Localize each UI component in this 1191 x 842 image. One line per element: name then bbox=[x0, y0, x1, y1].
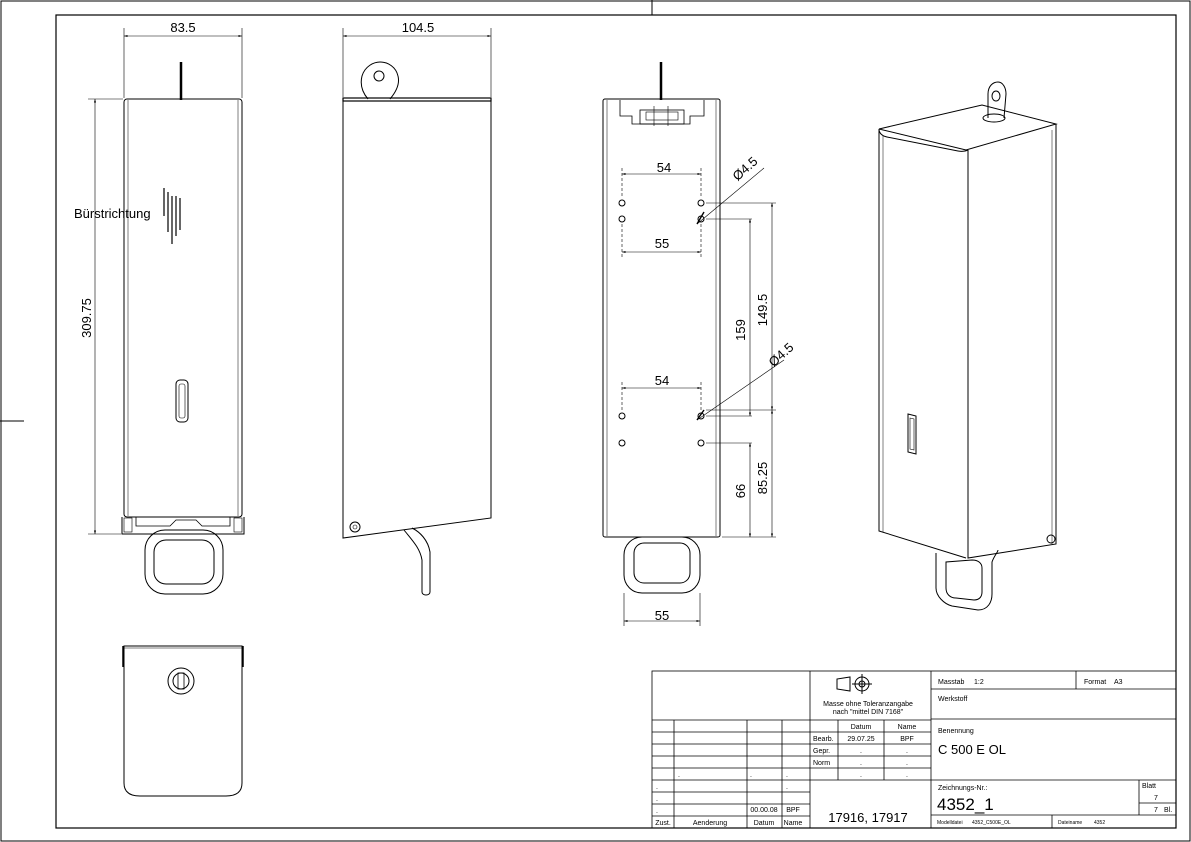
col-name-2: Name bbox=[784, 820, 803, 827]
row-norm: Norm bbox=[813, 760, 830, 767]
bottom-view bbox=[122, 645, 244, 797]
zeichnungsnr-label: Zeichnungs-Nr.: bbox=[938, 785, 987, 792]
tolerance-line-2: nach "mittel DIN 7168" bbox=[833, 709, 904, 716]
blatt-suffix: Bl. bbox=[1164, 807, 1172, 814]
masstab-value: 1:2 bbox=[974, 679, 984, 686]
hole-vertical-85-label: 85.25 bbox=[755, 462, 770, 495]
back-view bbox=[602, 62, 721, 594]
blatt-total: 7 bbox=[1154, 807, 1158, 814]
side-width-dimension bbox=[342, 28, 492, 97]
tolerance-line-1: Masse ohne Toleranzangabe bbox=[823, 701, 913, 708]
format-value: A3 bbox=[1114, 679, 1123, 686]
projection-symbol-icon bbox=[836, 674, 872, 694]
bearb-date: 29.07.25 bbox=[847, 736, 874, 743]
dateiname-label: Dateiname bbox=[1058, 820, 1082, 826]
side-view bbox=[342, 61, 492, 596]
revision-name: BPF bbox=[786, 807, 800, 814]
front-view bbox=[121, 62, 245, 595]
row-bearb: Bearb. bbox=[813, 736, 834, 743]
rev-dot-7: . bbox=[656, 808, 658, 815]
col-zust: Zust. bbox=[655, 820, 671, 827]
hole-spacing-bottom-label: 54 bbox=[655, 373, 669, 388]
front-height-dimension bbox=[88, 98, 123, 535]
blatt-label: Blatt bbox=[1142, 783, 1156, 790]
hole-spacing-top-upper-label: 54 bbox=[657, 160, 671, 175]
rev-dot-3: . bbox=[786, 772, 788, 779]
hole-vertical-149-label: 149.5 bbox=[755, 294, 770, 327]
front-width-label: 83.5 bbox=[170, 20, 195, 35]
norm-name: . bbox=[906, 760, 908, 767]
col-aenderung: Aenderung bbox=[693, 820, 727, 827]
rev-dot-5: . bbox=[786, 784, 788, 791]
title-block bbox=[651, 670, 1177, 829]
masstab-label: Masstab bbox=[938, 679, 965, 686]
hole-vertical-159-label: 159 bbox=[733, 319, 748, 341]
col-datum: Datum bbox=[851, 724, 872, 731]
col-name: Name bbox=[898, 724, 917, 731]
zeichnungsnr-value: 4352_1 bbox=[937, 795, 994, 814]
article-numbers: 17916, 17917 bbox=[828, 810, 908, 825]
norm-date: . bbox=[860, 760, 862, 767]
extra-name: . bbox=[906, 772, 908, 779]
rev-dot-6: . bbox=[656, 796, 658, 803]
hole-spacing-top-lower-label: 55 bbox=[655, 236, 669, 251]
modelldatei-label: Modelldatei bbox=[937, 820, 963, 826]
werkstoff-label: Werkstoff bbox=[938, 696, 967, 703]
row-gepr: Gepr. bbox=[813, 748, 830, 755]
dateiname-value: 4352 bbox=[1094, 820, 1105, 826]
front-width-dimension bbox=[123, 28, 243, 98]
extra-date: . bbox=[860, 772, 862, 779]
rev-dot-2: . bbox=[750, 772, 752, 779]
bottom-width-label: 55 bbox=[655, 608, 669, 623]
hole-diameter-top-label: Ø4.5 bbox=[729, 154, 760, 184]
benennung-label: Benennung bbox=[938, 728, 974, 735]
gepr-name: . bbox=[906, 748, 908, 755]
brush-direction-label: Bürstrichtung bbox=[74, 206, 151, 221]
format-label: Format bbox=[1084, 679, 1106, 686]
benennung-value: C 500 E OL bbox=[938, 742, 1006, 757]
modelldatei-value: 4352_C500E_OL bbox=[972, 820, 1011, 826]
side-width-label: 104.5 bbox=[402, 20, 435, 35]
hole-vertical-66-label: 66 bbox=[733, 484, 748, 498]
hole-diameter-bottom-label: Ø4.5 bbox=[765, 340, 796, 370]
rev-dot-1: . bbox=[678, 772, 680, 779]
blatt-value: 7 bbox=[1154, 795, 1158, 802]
bearb-name: BPF bbox=[900, 736, 914, 743]
rev-dot-4: . bbox=[656, 784, 658, 791]
col-datum-2: Datum bbox=[754, 820, 775, 827]
gepr-date: . bbox=[860, 748, 862, 755]
isometric-view bbox=[878, 81, 1058, 611]
revision-date: 00.00.08 bbox=[750, 807, 777, 814]
back-view-dimensions bbox=[621, 167, 785, 626]
front-height-label: 309.75 bbox=[79, 298, 94, 338]
brush-lines bbox=[163, 188, 181, 244]
